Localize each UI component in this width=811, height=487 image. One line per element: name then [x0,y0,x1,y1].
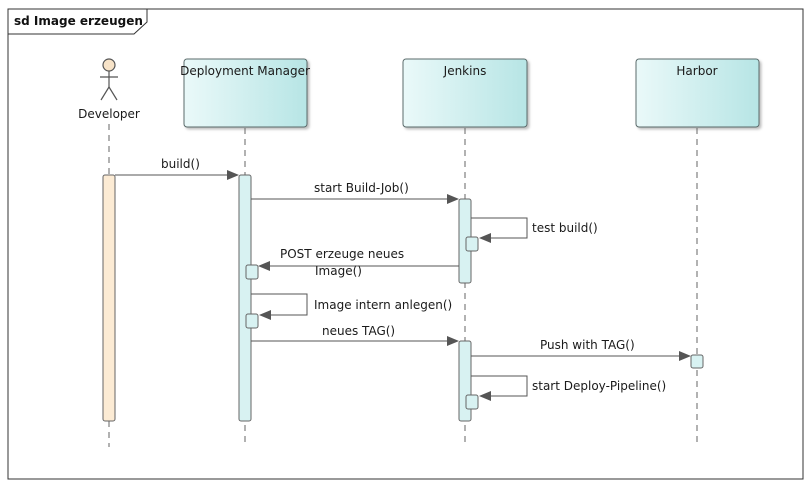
lifeline-head-jenkins: Jenkins [402,58,528,128]
message-test-build-label: test build() [532,221,598,235]
message-build-label: build() [161,157,200,171]
message-post-erzeuge: POST erzeuge neues Image() [245,247,459,280]
frame-border [7,8,804,480]
activation-deployment-manager-nested-2 [245,313,259,329]
activation-jenkins-nested-2 [465,394,479,410]
stick-figure-icon [100,58,118,101]
lifeline-label-harbor: Harbor [676,64,717,78]
frame-title: sd Image erzeugen [14,14,143,28]
message-neues-tag: neues TAG() [251,324,459,346]
message-image-intern: Image intern anlegen() [245,293,452,329]
lifeline-label-deployment-manager: Deployment Manager [180,64,310,78]
developer-actor: Developer [78,58,140,121]
message-start-deploy: start Deploy-Pipeline() [465,375,666,410]
frame-title-tab [7,8,148,35]
lifeline-label-jenkins: Jenkins [443,64,487,78]
message-test-build: test build() [465,217,598,252]
message-start-build-job: start Build-Job() [251,181,459,204]
activation-deployment-manager [238,174,252,422]
lifeline-head-harbor: Harbor [635,58,760,128]
message-image-intern-label: Image intern anlegen() [314,298,452,312]
message-post-erzeuge-label-line1: POST erzeuge neues [280,247,404,261]
message-build: build() [115,157,239,180]
activation-harbor [690,354,704,369]
message-push-with-tag-label: Push with TAG() [540,338,635,352]
lifeline-head-deployment-manager: Deployment Manager [180,58,310,128]
message-start-build-job-label: start Build-Job() [314,181,409,195]
activation-developer [102,174,116,422]
activation-jenkins-nested-1 [465,236,479,252]
message-start-deploy-label: start Deploy-Pipeline() [532,379,666,393]
developer-label: Developer [78,107,140,121]
message-push-with-tag: Push with TAG() [471,338,704,369]
message-post-erzeuge-label-line2: Image() [315,264,362,278]
activation-deployment-manager-nested-1 [245,264,259,280]
message-neues-tag-label: neues TAG() [322,324,395,338]
